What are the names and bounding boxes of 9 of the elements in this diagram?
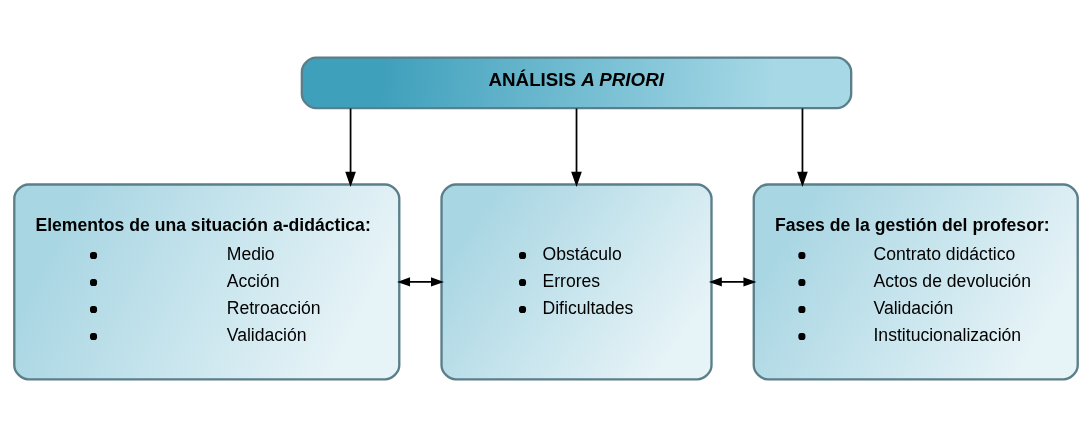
arrow xyxy=(708,277,757,287)
arrow xyxy=(797,107,808,187)
node-box: Obstáculo Errores Dificultades xyxy=(440,183,713,381)
node-box: ANÁLISIS A PRIORI xyxy=(300,56,853,110)
arrow xyxy=(397,277,444,287)
node-box: Fases de la gestión del profesor: Contrato didáctico Actos de devolución Validación Institucionalización xyxy=(752,183,1079,381)
arrow xyxy=(571,107,582,187)
node-box: Elementos de una situación a-didáctica: Medio Acción Retroacción Validación xyxy=(13,183,401,381)
arrow xyxy=(345,107,356,187)
